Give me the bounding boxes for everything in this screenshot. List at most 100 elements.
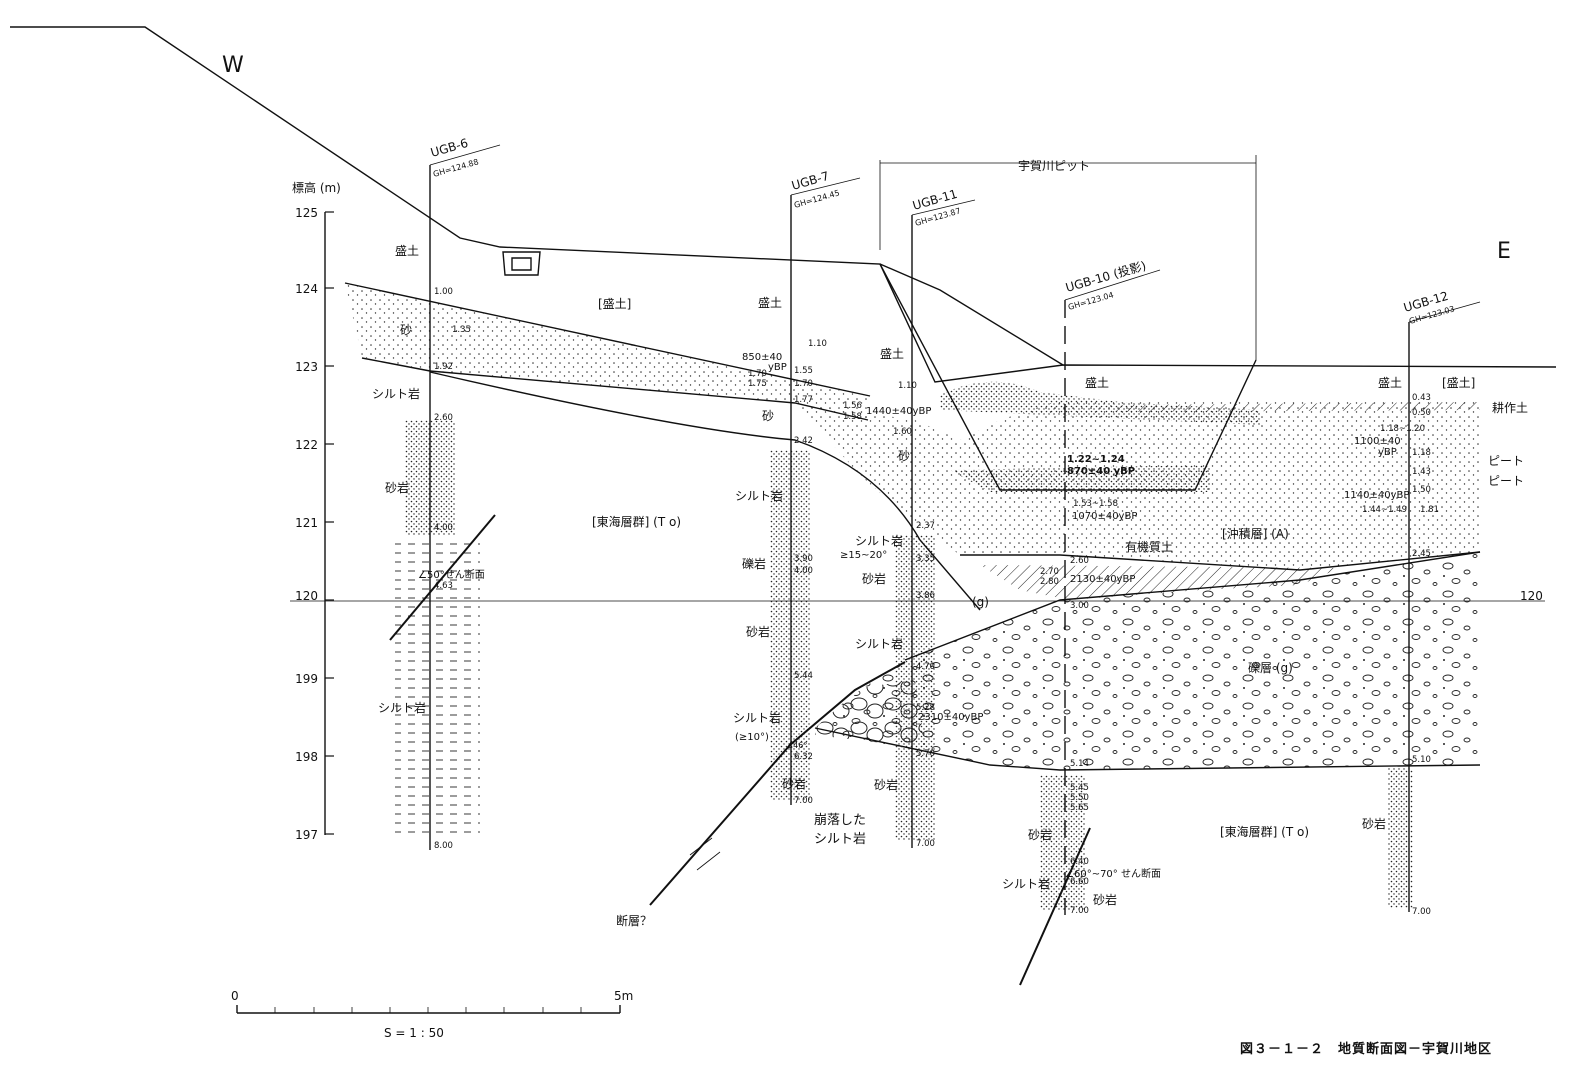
depth-labels: 1.00 1.35 1.92 2.60 4.00 4.63 8.00 1.10 …	[434, 287, 1439, 917]
cultivated-soil-label: 耕作土	[1492, 400, 1528, 415]
borehole-ugb6-name: UGB-6	[429, 136, 470, 160]
b7-depth: 1.55	[794, 366, 813, 376]
b10-depth: 2.60	[1070, 556, 1089, 566]
borehole-ugb10-gh: GH=123.04	[1067, 290, 1115, 312]
tick-123: 123	[295, 360, 318, 374]
collapsed-label-2: シルト岩	[814, 832, 866, 847]
b11-depth: 3.86	[916, 591, 935, 601]
b6-depth: 4.00	[434, 523, 453, 533]
right-120-label: 120	[1520, 589, 1543, 603]
b11-depth: 1.10	[898, 381, 917, 391]
b10-depth: 5.45	[1070, 783, 1089, 793]
b11-depth: 4.70	[916, 662, 935, 672]
tick-199: 199	[295, 672, 318, 686]
tick-120: 120	[295, 589, 318, 603]
b12-depth: 1.43	[1412, 467, 1431, 477]
fill-bracket-label: [盛土]	[598, 296, 631, 311]
axis-tick-labels: 125 124 123 122 121 120 199 198 197	[295, 206, 318, 842]
b12-depth: 0.50	[1412, 408, 1431, 418]
date-8: 2310±40yBP	[918, 712, 983, 723]
b7-depth: 1.10	[808, 339, 827, 349]
b11-depth: 5.70	[916, 749, 935, 759]
b7-column	[770, 450, 810, 800]
b11-depth: 2.37	[916, 521, 935, 531]
sand-label-2: 砂	[762, 409, 774, 423]
date-6: 1140±40yBP	[1344, 490, 1409, 501]
shear-plane-1: ∠50°せん断面	[418, 568, 485, 581]
b11-depth: 1.58	[843, 412, 862, 422]
fill-label-1: 盛土	[395, 243, 419, 258]
sandstone-label-7: 砂岩	[1093, 892, 1117, 907]
b10-depth: 1.53~1.58	[1073, 499, 1118, 509]
silt-label-2: シルト岩	[378, 700, 426, 715]
b12-depth: 1.18	[1412, 448, 1431, 458]
sandstone-label-4: 砂岩	[862, 571, 886, 586]
pit-strata-lower	[950, 465, 1210, 492]
b6-depth: 1.00	[434, 287, 453, 297]
b11-depth: 3.35	[916, 554, 935, 564]
b11-depth: 1.56	[843, 401, 862, 411]
sandstone-label-1: 砂岩	[385, 480, 409, 495]
scale-ratio: S = 1 : 50	[384, 1026, 444, 1040]
tokai-right-label: [東海層群] (T o)	[1220, 824, 1309, 839]
collapsed-label-1: 崩落した	[814, 813, 866, 828]
conglomerate-label: 礫岩	[742, 556, 766, 571]
borehole-headers: UGB-6 GH=124.88 UGB-7 GH=124.45 UGB-11 G…	[429, 136, 1456, 326]
borehole-ugb7-name: UGB-7	[790, 169, 831, 193]
b11-depth: 1.60	[893, 427, 912, 437]
unit-labels: 盛土 [盛土] 盛土 盛土 盛土 盛土 [盛土] 砂 砂 砂 シルト岩 砂岩 シ…	[372, 243, 1528, 928]
b10-depth: 5.14	[1070, 759, 1089, 769]
b11-column	[895, 535, 935, 840]
date-3b: 870±40 yBP	[1067, 466, 1135, 477]
b10-depth: 6.40	[1070, 857, 1089, 867]
tick-197: 197	[295, 828, 318, 842]
b10-depth: 7.00	[1070, 906, 1089, 916]
fill-label-5: 盛土	[1378, 375, 1402, 390]
date-5: 1100±40	[1354, 436, 1401, 447]
b12-depth: 7.00	[1412, 907, 1431, 917]
b7-depth: 2.42	[794, 436, 813, 446]
pit-strata	[940, 381, 1260, 425]
fill-label-3: 盛土	[880, 346, 904, 361]
b12-depth: 1.44~1.49	[1362, 505, 1407, 515]
axis-ticks	[325, 211, 334, 835]
silt-label-7: シルト岩	[1002, 876, 1050, 891]
b7-depth: 1.75	[748, 379, 767, 389]
b7-depth: 1.70	[748, 369, 767, 379]
silt-label-6: シルト岩	[855, 636, 903, 651]
scale-five: 5m	[614, 989, 633, 1003]
b7-depth: 4.00	[794, 566, 813, 576]
b10-depth: 5.65	[1070, 803, 1089, 813]
fault-label: 断層？	[616, 913, 652, 928]
date-3a: 1.22~1.24	[1067, 454, 1125, 465]
tick-121: 121	[295, 516, 318, 530]
sandstone-label-5: 砂岩	[874, 777, 898, 792]
alluvium-label: [沖積層] (A)	[1222, 526, 1289, 541]
b11-depth: 7.00	[916, 839, 935, 849]
b6-depth: 2.60	[434, 413, 453, 423]
fill-label-4: 盛土	[1085, 375, 1109, 390]
tick-198: 198	[295, 750, 318, 764]
peat-label-1: ピート	[1488, 454, 1524, 468]
peat-label-2: ピート	[1488, 474, 1524, 488]
b10-depth: 2.80	[1040, 577, 1059, 587]
b11-depth: 5.28	[916, 703, 935, 713]
dip-3: ∠46°	[786, 741, 807, 750]
fill-label-2: 盛土	[758, 295, 782, 310]
sandstone-label-6: 砂岩	[1028, 827, 1052, 842]
scale-zero: 0	[231, 989, 239, 1003]
sandstone-label-3: 砂岩	[782, 776, 806, 791]
sandstone-label-8: 砂岩	[1362, 816, 1386, 831]
b6-depth: 8.00	[434, 841, 453, 851]
gravel-g-label: (g)	[972, 595, 989, 609]
b6-depth: 4.63	[434, 581, 453, 591]
dip-1: ≥15~20°	[840, 550, 887, 561]
sand-layer	[345, 283, 870, 420]
b10-depth: 2.70	[1040, 567, 1059, 577]
b7-depth: 3.90	[794, 554, 813, 564]
annotations: ∠50°せん断面 ∠60°~70° せん断面 ≥15~20° (≥10°) ∠4…	[418, 352, 1409, 880]
shear-plane-2: ∠60°~70° せん断面	[1065, 867, 1161, 880]
date-1b: yBP	[768, 362, 787, 373]
west-label: W	[222, 53, 244, 78]
